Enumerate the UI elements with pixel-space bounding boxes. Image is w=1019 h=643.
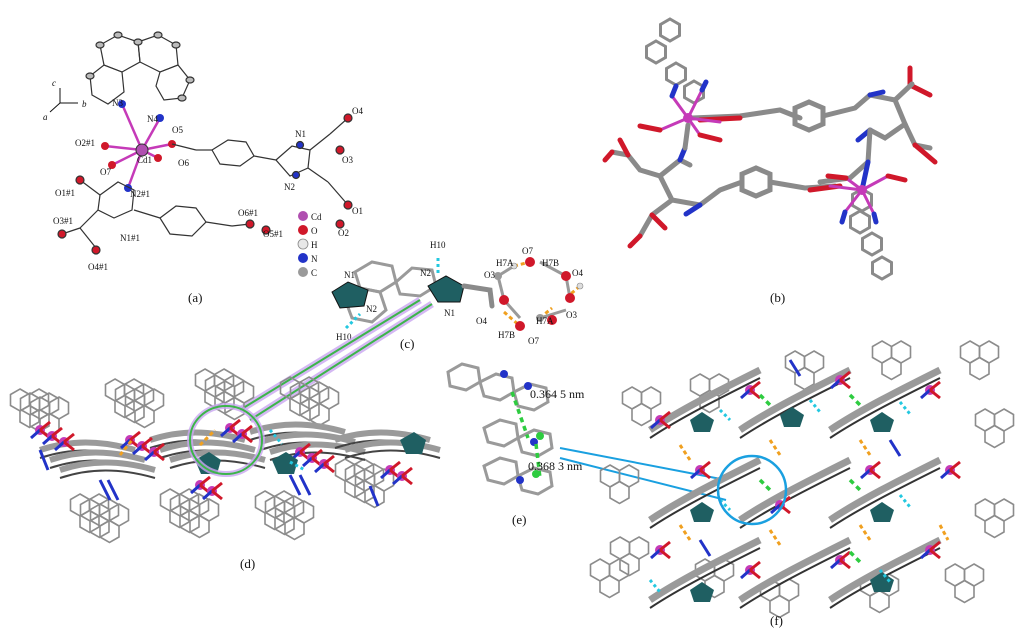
panel-caption-e: (e) (512, 512, 526, 527)
panel-caption-f: (f) (770, 613, 783, 628)
legend-n: N (311, 254, 318, 264)
atom-label: N4 (147, 114, 158, 124)
atom-label: H10 (336, 332, 352, 342)
atom-label: O5 (172, 125, 183, 135)
atom-label: O1#1 (55, 188, 75, 198)
atom-label: N3 (112, 98, 123, 108)
atom-label: H7A (536, 316, 554, 326)
framework-strands (648, 366, 942, 603)
legend-o: O (311, 226, 318, 236)
atom-label: O3#1 (53, 216, 73, 226)
panel-caption-b: (b) (770, 290, 785, 305)
atom-label: O3 (342, 155, 353, 165)
axes-indicator: c b a (43, 78, 87, 122)
atom-label: N1#1 (120, 233, 140, 243)
atom-label: O1 (352, 206, 363, 216)
atom-label: N1 (344, 270, 355, 280)
distance-label-2: 0.368 3 nm (528, 459, 583, 473)
axis-label-a: a (43, 112, 48, 122)
atom-label: H7B (498, 330, 515, 340)
atom-label: Cd1 (137, 155, 152, 165)
atom-label: N2 (420, 268, 431, 278)
atom-label: N1 (444, 308, 455, 318)
legend-c: C (311, 268, 317, 278)
distance-label-1: 0.364 5 nm (530, 387, 585, 401)
panel-caption-d: (d) (240, 556, 255, 571)
phenyl-arm-lower (57, 175, 271, 255)
atom-label: N1 (295, 129, 306, 139)
panel-f: (f) (591, 341, 1014, 628)
element-legend: Cd O H N C (297, 211, 322, 278)
legend-h: H (311, 240, 318, 250)
phen-periphery (591, 341, 1014, 618)
atom-label: H10 (430, 240, 446, 250)
cadmium-coordination (101, 100, 176, 192)
atom-label: H7A (496, 258, 514, 268)
atom-label: O2 (338, 228, 349, 238)
phenanthroline-ligand (85, 31, 195, 105)
panel-b: (b) (602, 17, 938, 305)
atom-label: O7 (522, 246, 533, 256)
atom-label: N2 (366, 304, 377, 314)
panel-d: (d) (11, 297, 441, 571)
atom-label: O6 (178, 158, 189, 168)
atom-label: O4 (572, 268, 583, 278)
atom-labels-a: N3 N4 O5 O2#1 Cd1 O6 N1 O4 O3 N2 O1 O2 O… (53, 98, 363, 272)
atom-label: O5#1 (263, 229, 283, 239)
atom-label: O7 (528, 336, 539, 346)
atom-label: O6#1 (238, 208, 258, 218)
atom-label: O4 (352, 106, 363, 116)
phenyl-arm-upper (171, 113, 353, 229)
axis-label-c: c (52, 78, 56, 88)
atom-label: O7 (100, 167, 111, 177)
atom-label: N2#1 (130, 189, 150, 199)
atom-label: N2 (284, 182, 295, 192)
atom-labels-c: H10 N1 N2 N2 N1 H10 O7 H7A H7B O3 O4 O4 … (336, 240, 583, 346)
panel-caption-a: (a) (188, 290, 202, 305)
atom-label: O4 (476, 316, 487, 326)
atom-label: O3 (484, 270, 495, 280)
panel-c: H10 N1 N2 N2 N1 H10 O7 H7A H7B O3 O4 O4 … (331, 240, 583, 351)
axis-label-b: b (82, 99, 87, 109)
panel-caption-c: (c) (400, 336, 414, 351)
atom-label: O3 (566, 310, 577, 320)
atom-label: O4#1 (88, 262, 108, 272)
atom-label: O2#1 (75, 138, 95, 148)
legend-cd: Cd (311, 212, 322, 222)
atom-label: H7B (542, 258, 559, 268)
panel-a: c b a (43, 31, 363, 305)
